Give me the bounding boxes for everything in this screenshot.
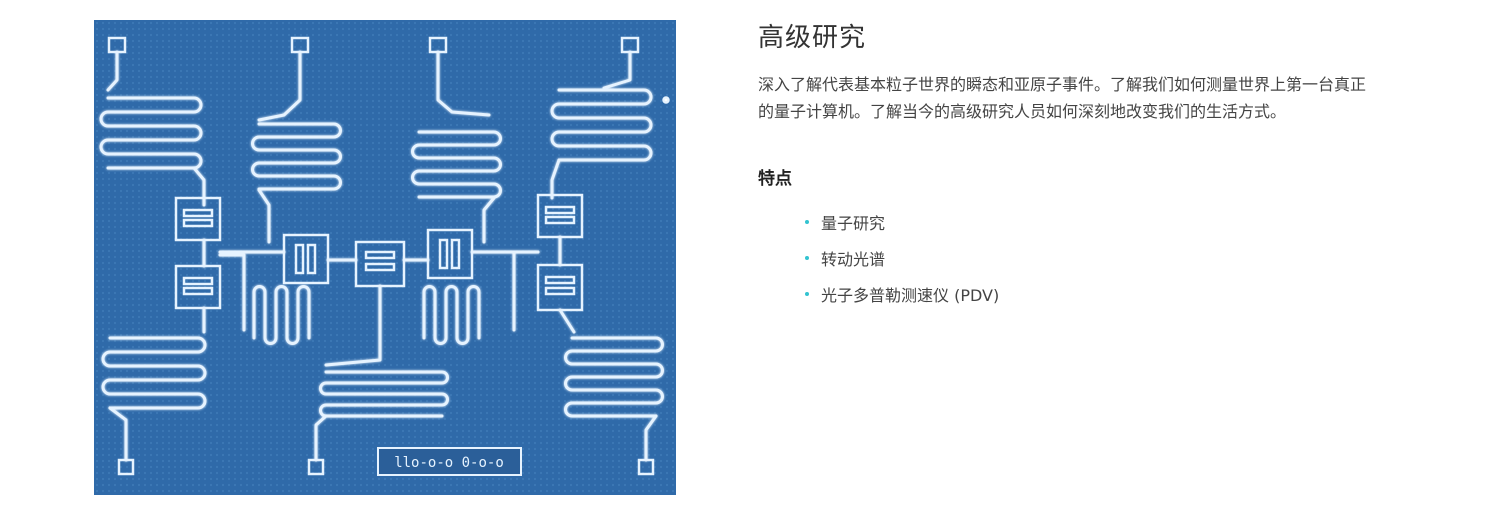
- capacitor-plate: [544, 275, 576, 285]
- capacitor-plate: [450, 238, 461, 270]
- feedline: [644, 414, 658, 462]
- capacitor-plate: [306, 243, 317, 275]
- bond-pad: [307, 458, 325, 476]
- bond-pad: [107, 36, 127, 54]
- capacitor-plate: [544, 286, 576, 296]
- resonator-meander: [319, 370, 449, 418]
- resonator-meander: [422, 285, 481, 345]
- resonator-meander: [252, 285, 311, 345]
- resonator-meander: [101, 336, 207, 410]
- qubit-pad: [536, 263, 584, 312]
- qubit-pad: [426, 228, 474, 280]
- capacitor-plate: [182, 276, 214, 286]
- qubit-pad: [282, 233, 330, 285]
- feedline: [192, 166, 206, 207]
- bond-pad: [620, 36, 640, 54]
- qubit-pad: [174, 196, 222, 242]
- list-item: 量子研究: [802, 213, 1398, 235]
- feedline: [324, 284, 382, 367]
- feedline: [436, 50, 491, 117]
- page-title: 高级研究: [758, 23, 867, 53]
- bullet-dot-icon: [805, 220, 809, 224]
- resonator-meander: [550, 88, 653, 162]
- description-text: 深入了解代表基本粒子世界的瞬态和亚原子事件。了解我们如何测量世界上第一台真正的量…: [758, 75, 1367, 121]
- capacitor-plate: [364, 250, 396, 260]
- resonator-meander: [99, 96, 203, 170]
- chip-label: llo-o-o 0-o-o: [394, 455, 504, 471]
- feedline: [314, 414, 328, 462]
- features-heading: 特点: [758, 169, 792, 189]
- qubit-pad: [174, 264, 222, 310]
- qubit-pad: [536, 193, 584, 239]
- bond-pad: [637, 458, 655, 476]
- capacitor-plate: [364, 262, 396, 272]
- feature-label: 转动光谱: [821, 250, 886, 269]
- capacitor-plate: [438, 238, 449, 270]
- capacitor-plate: [182, 208, 214, 218]
- feedline: [106, 50, 119, 92]
- bullet-dot-icon: [805, 256, 809, 260]
- content-panel: 高级研究 深入了解代表基本粒子世界的瞬态和亚原子事件。了解我们如何测量世界上第一…: [758, 18, 1398, 321]
- bond-pad: [428, 36, 448, 54]
- resonator-meander: [564, 336, 664, 418]
- chip-label-plate: [377, 447, 522, 476]
- feedline: [558, 308, 576, 334]
- capacitor-plate: [182, 286, 214, 296]
- resonator-meander: [251, 122, 342, 191]
- qubit-pad: [354, 240, 406, 288]
- chip-illustration: llo-o-o 0-o-o: [94, 20, 676, 495]
- bullet-dot-icon: [805, 292, 809, 296]
- capacitor-plate: [294, 243, 305, 275]
- list-item: 转动光谱: [802, 249, 1398, 271]
- feedline: [602, 50, 632, 90]
- capacitor-plate: [182, 218, 214, 228]
- feedline: [108, 406, 128, 462]
- alignment-mark: [662, 96, 670, 104]
- feature-label: 光子多普勒测速仪 (PDV): [821, 286, 1000, 305]
- bond-pad: [290, 36, 310, 54]
- bond-pad: [117, 458, 135, 476]
- feedline: [202, 238, 246, 332]
- quantum-chip-image: llo-o-o 0-o-o: [94, 20, 676, 495]
- feedline: [550, 158, 561, 200]
- coupling-bus: [218, 250, 540, 262]
- capacitor-plate: [544, 205, 576, 215]
- feature-label: 量子研究: [821, 214, 886, 233]
- feedline: [257, 50, 302, 122]
- list-item: 光子多普勒测速仪 (PDV): [802, 285, 1398, 307]
- capacitor-plate: [544, 215, 576, 225]
- feature-list: 量子研究 转动光谱 光子多普勒测速仪 (PDV): [758, 213, 1398, 307]
- feedline: [482, 196, 496, 244]
- feedline: [257, 188, 271, 244]
- resonator-meander: [411, 130, 502, 199]
